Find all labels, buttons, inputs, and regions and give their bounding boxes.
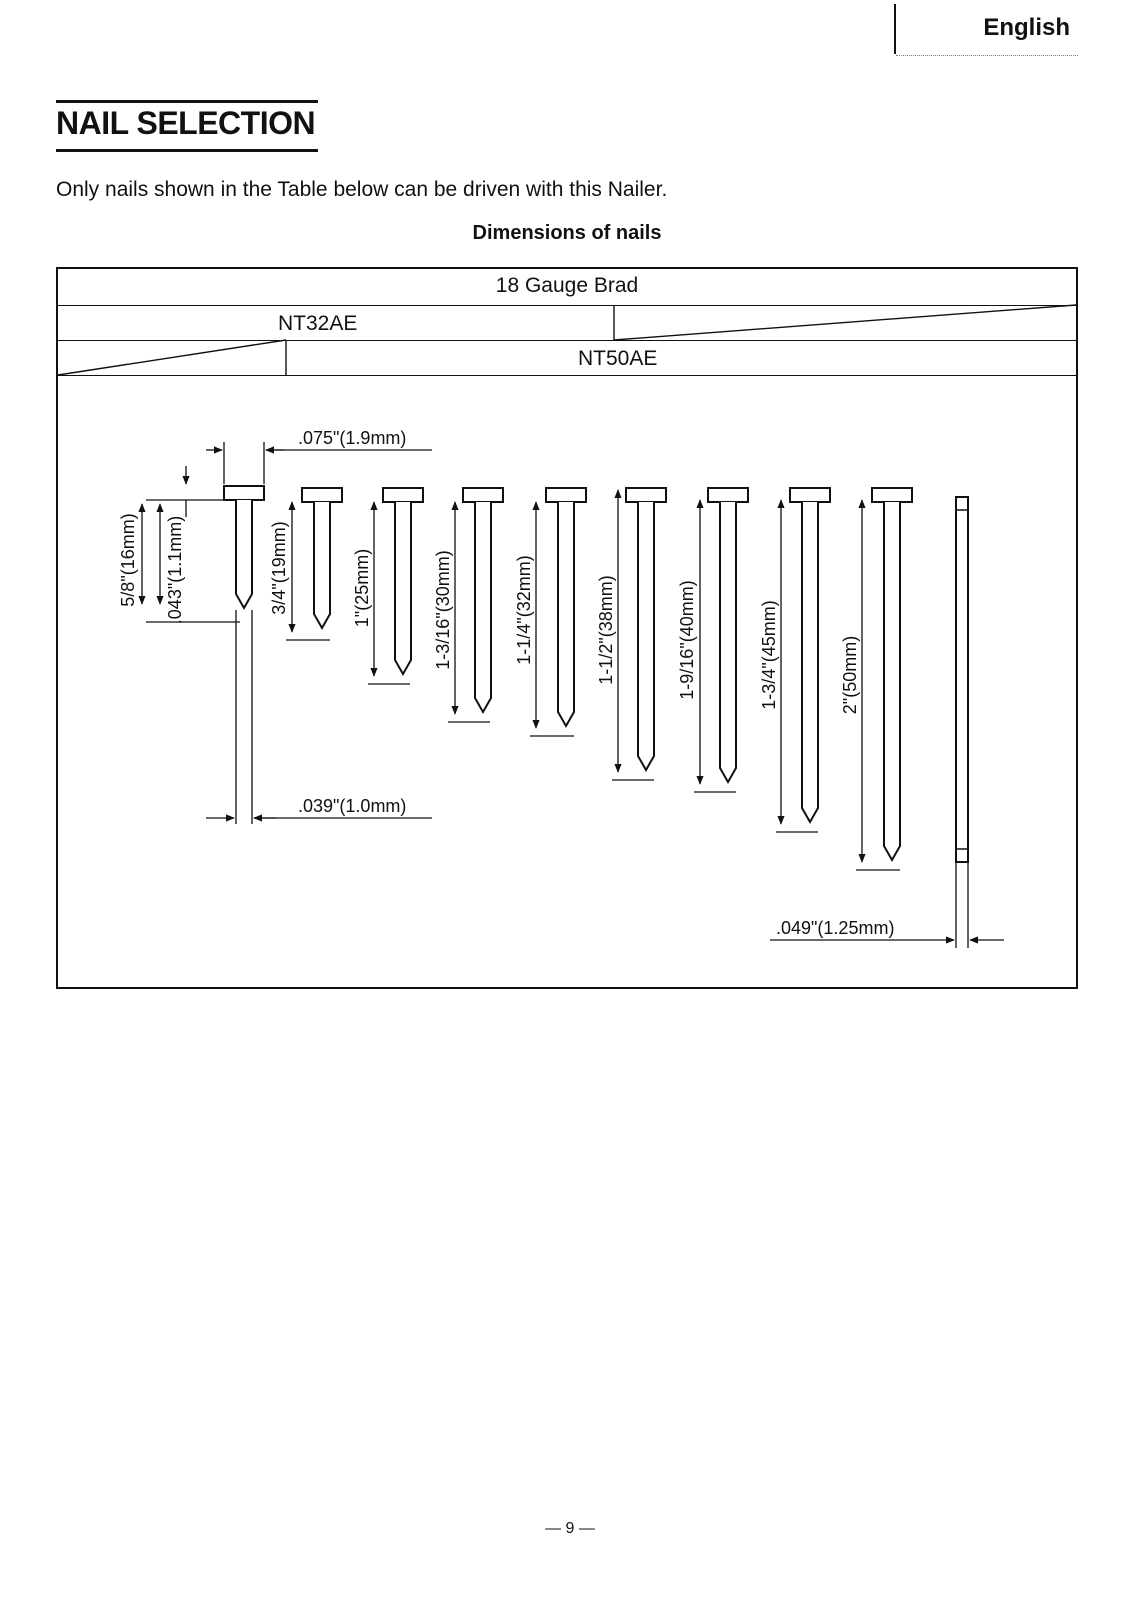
nail-1-3-16 — [462, 487, 504, 715]
nail-side-view — [955, 496, 969, 863]
table-caption: Dimensions of nails — [0, 222, 1128, 245]
thickness-label: .049"(1.25mm) — [776, 918, 894, 938]
nail-1-1-4 — [545, 487, 587, 729]
nail-5-length-label: 1-1/4"(32mm) — [514, 555, 534, 664]
nail-4-length-label: 1-3/16"(30mm) — [433, 550, 453, 669]
nail-7-length-label: 1-9/16"(40mm) — [677, 580, 697, 699]
nail-5-8 — [223, 485, 265, 611]
nail-2 — [871, 487, 913, 863]
table-dividers — [57, 304, 1077, 376]
nail-8-length-label: 1-3/4"(45mm) — [759, 600, 779, 709]
nail-1-width-label: .043"(1.1mm) — [165, 516, 185, 624]
shank-width-dimension — [206, 610, 432, 824]
intro-text: Only nails shown in the Table below can … — [56, 178, 668, 201]
nail-1-9-16 — [707, 487, 749, 785]
section-title: NAIL SELECTION — [56, 105, 316, 141]
model-a-label: NT32AE — [278, 312, 358, 335]
language-label: English — [983, 14, 1070, 41]
table-caption-text: Dimensions of nails — [472, 222, 662, 244]
nail-3-4 — [301, 487, 343, 631]
nail-3-length-label: 1"(25mm) — [352, 549, 372, 627]
nail-length-dimensions — [286, 489, 900, 871]
nail-1-1-2 — [625, 487, 667, 773]
nail-1-length-label: 5/8"(16mm) — [118, 513, 138, 606]
language-tab-underline — [896, 55, 1078, 56]
nail-type-cell: 18 Gauge Brad — [58, 274, 1076, 298]
nail-dimension-table: 18 Gauge Brad NT32AE NT50AE — [56, 267, 1078, 989]
nail-1-3-4 — [789, 487, 831, 825]
page-number-text: — 9 — — [545, 1520, 595, 1537]
language-tab: English — [894, 4, 1078, 56]
nail-6-length-label: 1-1/2"(38mm) — [596, 575, 616, 684]
head-width-label: .075"(1.9mm) — [298, 428, 406, 448]
shank-width-label: .039"(1.0mm) — [298, 796, 406, 816]
heading-rule-bottom — [56, 149, 318, 152]
row-divider-3 — [58, 375, 1076, 376]
row-divider-1 — [58, 305, 1076, 306]
nail-1 — [382, 487, 424, 677]
head-width-dimension — [206, 442, 432, 484]
page-number: — 9 — — [0, 1520, 1128, 1538]
nail-1-length-dimension — [138, 466, 240, 623]
nail-dimension-diagram: .075"(1.9mm) .039"(1.0mm) .049"(1.25mm) — [57, 304, 1077, 948]
language-tab-bar — [894, 4, 896, 54]
model-b-label: NT50AE — [578, 347, 658, 370]
row-divider-2 — [58, 340, 1076, 341]
thickness-dimension — [770, 862, 1004, 948]
nail-type-label: 18 Gauge Brad — [495, 274, 639, 297]
section-heading: NAIL SELECTION — [56, 100, 318, 154]
nail-2-length-label: 3/4"(19mm) — [269, 521, 289, 614]
heading-rule-top — [56, 100, 318, 103]
nail-9-length-label: 2"(50mm) — [840, 636, 860, 714]
